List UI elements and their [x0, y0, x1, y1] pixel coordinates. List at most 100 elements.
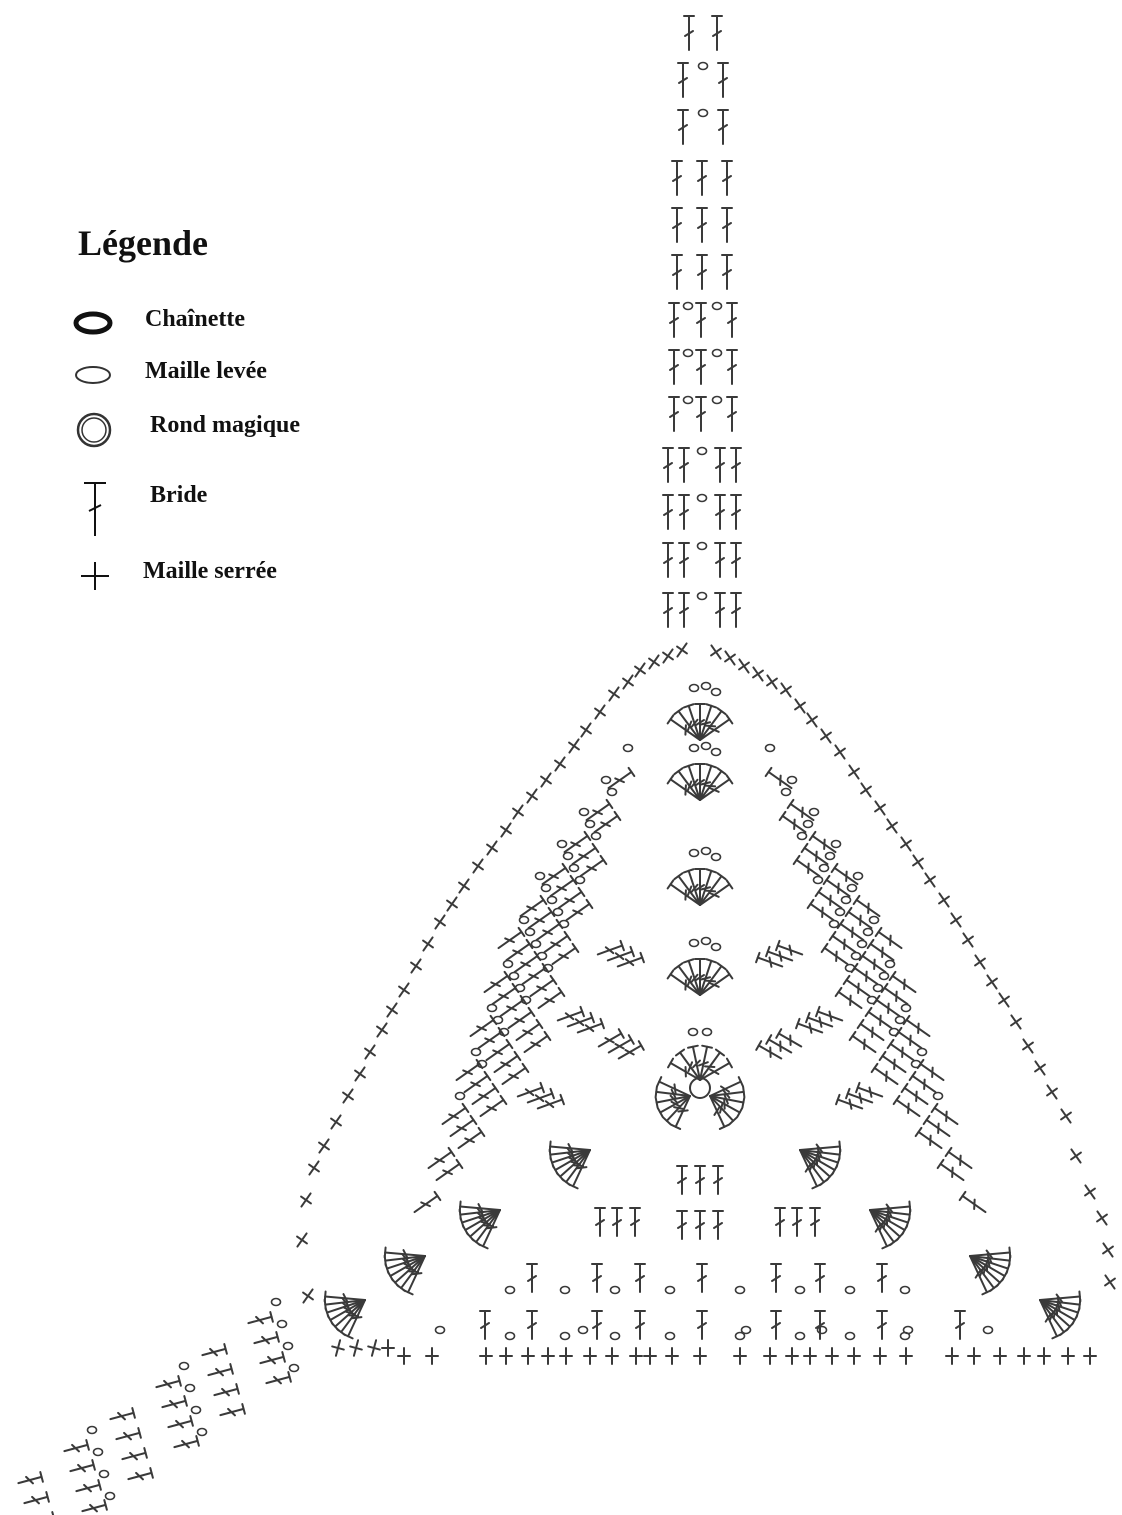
double-crochet-symbol	[955, 1311, 965, 1339]
single-crochet-symbol	[630, 660, 649, 680]
double-crochet-symbol	[775, 1208, 785, 1236]
single-crochet-symbol	[1084, 1348, 1096, 1364]
single-crochet-symbol	[298, 1286, 317, 1306]
double-crochet-symbol	[679, 543, 689, 577]
single-crochet-symbol	[536, 770, 555, 790]
chain-symbol	[868, 997, 877, 1004]
double-crochet-symbol	[722, 255, 732, 289]
double-crochet-symbol	[462, 1072, 491, 1096]
double-crochet-symbol	[247, 1312, 273, 1328]
chain-symbol	[742, 1327, 751, 1334]
chain-symbol	[698, 593, 707, 600]
double-crochet-symbol	[496, 928, 525, 952]
chain-symbol	[713, 303, 722, 310]
single-crochet-symbol	[908, 852, 927, 872]
single-crochet-symbol	[982, 972, 1001, 992]
double-crochet-symbol	[663, 543, 673, 577]
double-crochet-symbol	[715, 543, 725, 577]
chain-symbol	[532, 941, 541, 948]
chain-symbol	[702, 743, 711, 750]
single-crochet-symbol	[672, 640, 691, 660]
single-crochet-symbol	[804, 1348, 816, 1364]
single-crochet-symbol	[348, 1339, 364, 1358]
double-crochet-symbol	[201, 1344, 227, 1360]
double-crochet-symbol	[514, 1020, 543, 1044]
single-crochet-symbol	[1038, 1348, 1050, 1364]
single-crochet-symbol	[442, 894, 461, 914]
double-crochet-symbol	[265, 1372, 291, 1388]
single-crochet-symbol	[734, 1348, 746, 1364]
chain-symbol	[901, 1287, 910, 1294]
double-crochet-symbol	[550, 944, 579, 968]
single-crochet-symbol	[994, 990, 1013, 1010]
double-crochet-symbol	[715, 448, 725, 482]
chain-symbol	[820, 865, 829, 872]
double-crochet-symbol	[167, 1416, 193, 1432]
double-crochet-symbol	[678, 110, 688, 144]
single-crochet-symbol	[366, 1339, 382, 1358]
double-crochet-symbol	[669, 350, 679, 384]
single-crochet-symbol	[1018, 1348, 1030, 1364]
chain-symbol	[278, 1321, 287, 1328]
single-crochet-symbol	[394, 980, 413, 1000]
double-crochet-symbol	[771, 1264, 781, 1292]
single-crochet-symbol	[508, 802, 527, 822]
single-crochet-symbol	[304, 1158, 323, 1178]
chain-symbol	[592, 833, 601, 840]
single-crochet-symbol	[816, 726, 835, 746]
double-crochet-symbol	[918, 1060, 947, 1084]
double-crochet-symbol	[910, 1072, 939, 1096]
single-crochet-symbol	[658, 646, 677, 666]
chain-symbol	[826, 853, 835, 860]
chain-symbol	[702, 938, 711, 945]
single-crochet-symbol	[560, 1348, 572, 1364]
double-crochet-symbol	[542, 932, 571, 956]
single-crochet-symbol	[418, 934, 437, 954]
single-crochet-symbol	[830, 742, 849, 762]
single-crochet-symbol	[360, 1042, 379, 1062]
double-crochet-symbol	[695, 1166, 705, 1194]
double-crochet-symbol	[127, 1468, 153, 1484]
double-crochet-symbol	[932, 1104, 961, 1128]
chain-symbol	[542, 885, 551, 892]
chain-symbol	[690, 685, 699, 692]
single-crochet-symbol	[426, 1348, 438, 1364]
single-crochet-symbol	[350, 1064, 369, 1084]
single-crochet-symbol	[856, 780, 875, 800]
single-crochet-symbol	[496, 820, 515, 840]
single-crochet-symbol	[764, 1348, 776, 1364]
single-crochet-symbol	[1098, 1240, 1117, 1260]
chain-symbol	[526, 929, 535, 936]
double-crochet-symbol	[697, 255, 707, 289]
single-crochet-symbol	[882, 816, 901, 836]
single-crochet-symbol	[644, 652, 663, 672]
single-crochet-symbol	[576, 720, 595, 740]
double-crochet-symbol	[259, 1352, 285, 1368]
chain-symbol	[586, 821, 595, 828]
single-crochet-symbol	[946, 1348, 958, 1364]
chain-symbol	[846, 965, 855, 972]
chain-symbol	[912, 1061, 921, 1068]
single-crochet-symbol	[900, 1348, 912, 1364]
double-crochet-symbol	[253, 1332, 279, 1348]
double-crochet-symbol	[478, 1096, 507, 1120]
double-crochet-symbol	[822, 944, 851, 968]
chain-symbol	[699, 110, 708, 117]
chain-symbol	[88, 1427, 97, 1434]
single-crochet-symbol	[1056, 1106, 1075, 1126]
chain-symbol	[561, 1287, 570, 1294]
single-crochet-symbol	[1006, 1012, 1025, 1032]
double-crochet-symbol	[850, 1032, 879, 1056]
chain-symbol	[558, 841, 567, 848]
double-crochet-symbol	[877, 1264, 887, 1292]
double-crochet-symbol	[456, 1128, 485, 1152]
single-crochet-symbol	[500, 1348, 512, 1364]
chain-symbol	[504, 961, 513, 968]
double-crochet-symbol	[679, 593, 689, 627]
single-crochet-symbol	[406, 956, 425, 976]
double-crochet-symbol	[440, 1104, 469, 1128]
chain-symbol	[564, 853, 573, 860]
chain-symbol	[690, 940, 699, 947]
chain-symbol	[186, 1385, 195, 1392]
double-crochet-symbol	[810, 832, 839, 856]
